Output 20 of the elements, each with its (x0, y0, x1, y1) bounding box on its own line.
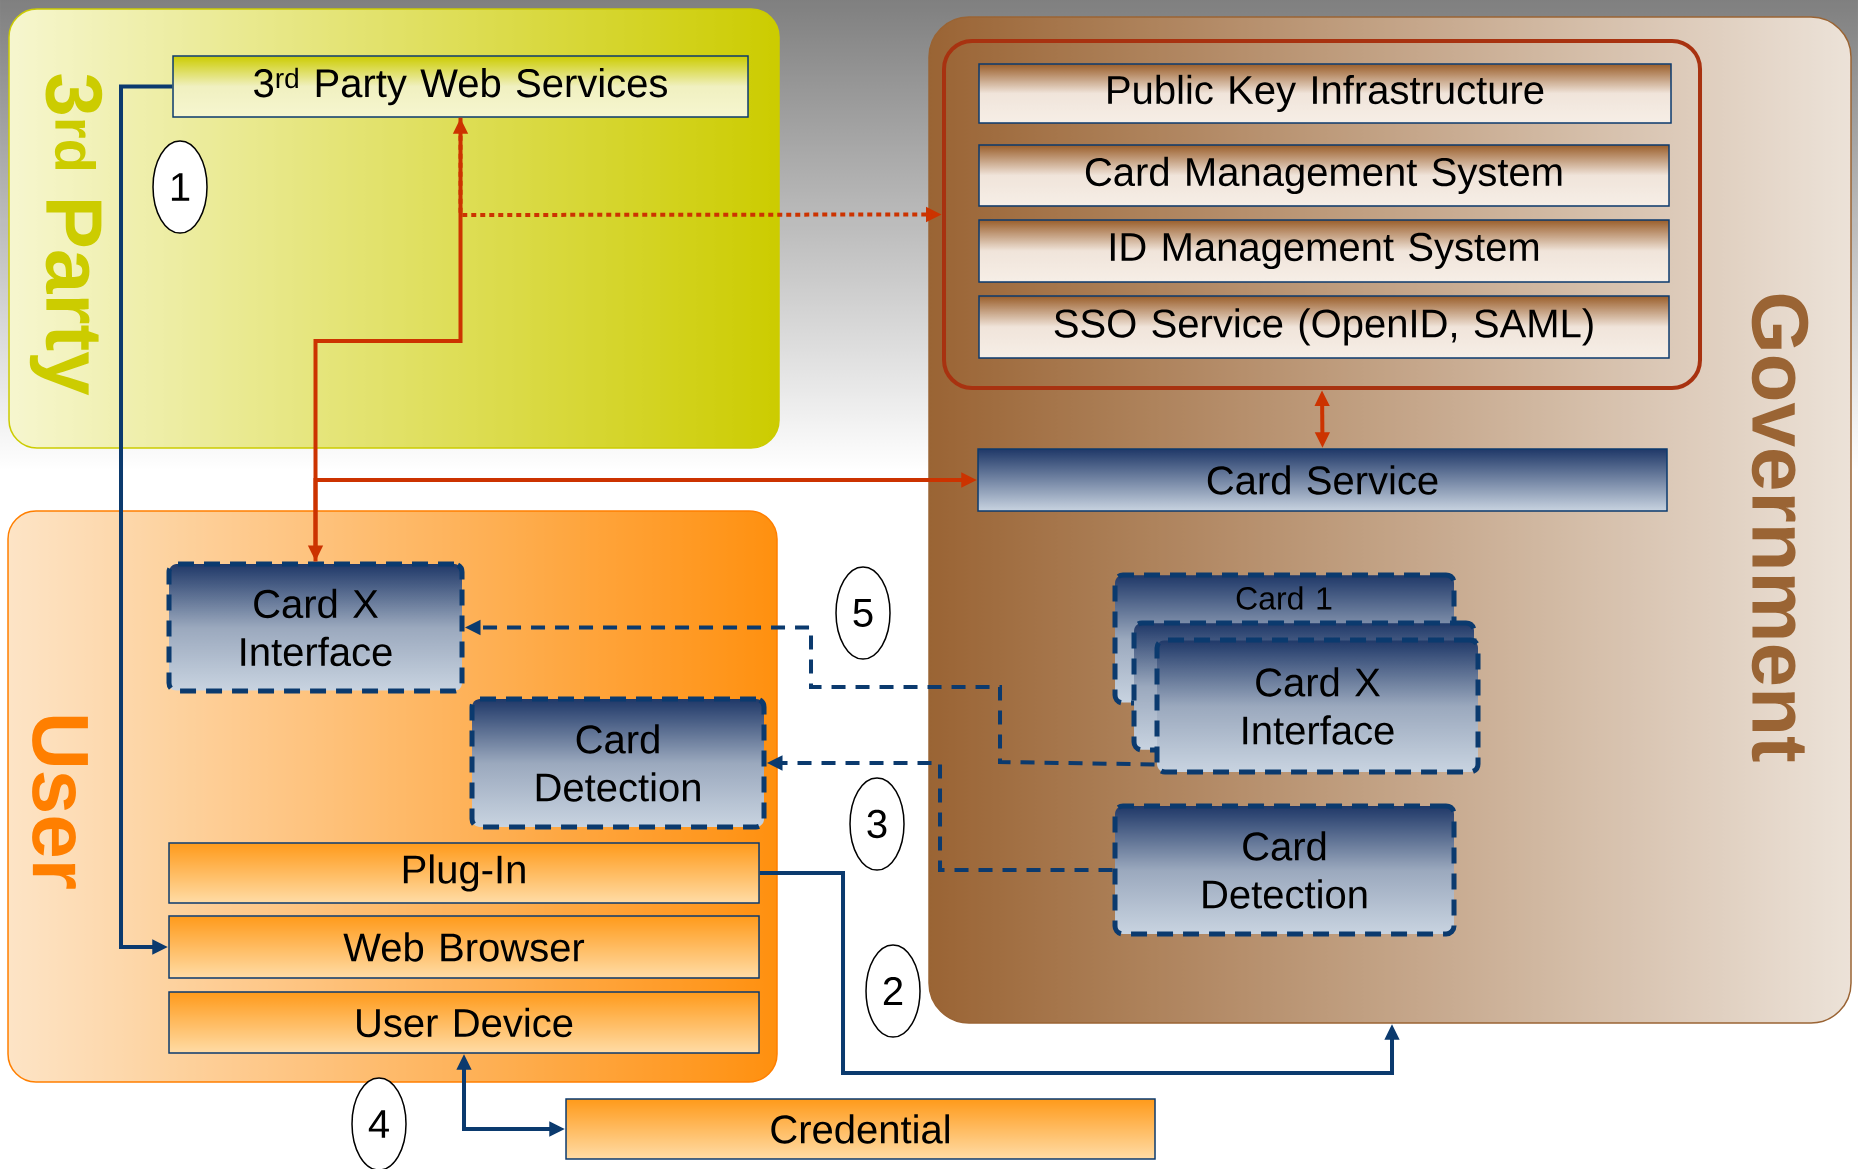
card-box: Card Detection (1112, 803, 1457, 937)
layer-box: User Device (168, 991, 760, 1054)
service-box: ID Management System (978, 219, 1670, 283)
card-box: Card Detection (469, 696, 767, 830)
card-box: Card X Interface (1154, 637, 1481, 775)
callout-number: 4 (351, 1077, 407, 1169)
service-box: SSO Service (OpenID, SAML) (978, 295, 1670, 359)
callout-number: 1 (152, 140, 208, 234)
service-box: 3$^{rd}$ Party Web Services (172, 55, 749, 118)
service-box: Card Service (977, 448, 1668, 512)
layer-box: Plug-In (168, 842, 760, 904)
service-box: Public Key Infrastructure (978, 63, 1672, 124)
service-box: Card Management System (978, 144, 1670, 207)
layer-box: Web Browser (168, 915, 760, 979)
card-box: Card X Interface (166, 561, 465, 694)
layer-box: Credential (565, 1098, 1156, 1160)
callout-number: 3 (849, 777, 905, 871)
callout-number: 5 (835, 566, 891, 660)
callout-number: 2 (865, 944, 921, 1038)
group-frame (942, 39, 1702, 390)
